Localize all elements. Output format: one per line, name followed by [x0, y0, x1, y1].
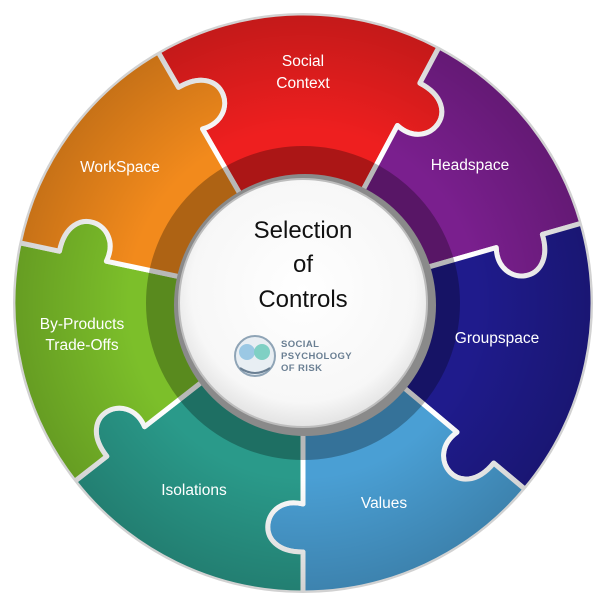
segment-label-isolations-line-1: Isolations: [161, 482, 227, 499]
segment-label-social-context-line-1: Social: [282, 53, 324, 70]
segment-label-by-products-trade-offs-line-1: By-Products: [40, 316, 125, 333]
segment-label-headspace-line-1: Headspace: [431, 157, 509, 174]
segment-label-groupspace-line-1: Groupspace: [455, 330, 539, 347]
logo-line-2: PSYCHOLOGY: [281, 351, 352, 362]
center-title-line-1: Selection: [254, 217, 353, 244]
center-title-line-3: Controls: [258, 286, 347, 313]
logo-line-1: SOCIAL: [281, 339, 319, 350]
segment-label-values-line-1: Values: [361, 495, 407, 512]
logo-line-3: OF RISK: [281, 363, 322, 374]
segment-label-workspace-line-1: WorkSpace: [80, 159, 160, 176]
segment-label-social-context-line-2: Context: [276, 75, 330, 92]
center-title-line-2: of: [293, 251, 313, 278]
social-psychology-of-risk-logo-icon: [234, 335, 276, 377]
segment-label-by-products-trade-offs-line-2: Trade-Offs: [45, 337, 118, 354]
